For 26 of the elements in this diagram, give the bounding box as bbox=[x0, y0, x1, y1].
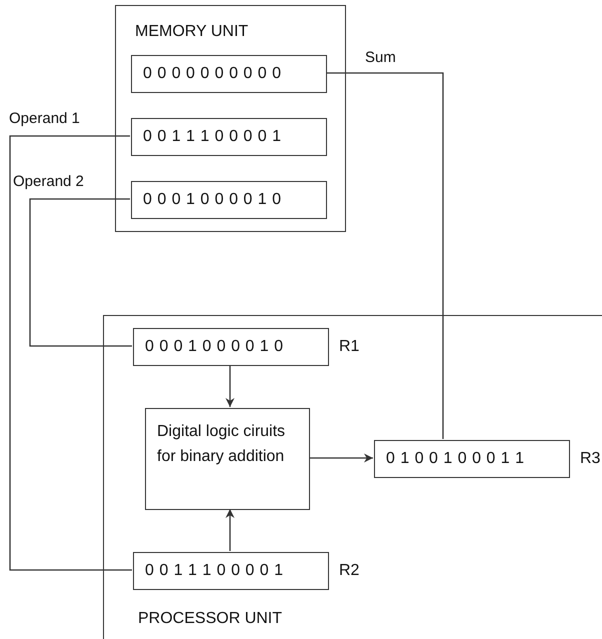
arrow bbox=[226, 509, 234, 551]
logic-circuit-box bbox=[145, 408, 310, 510]
binary-value: 0 0 1 1 1 0 0 0 0 1 bbox=[145, 562, 284, 580]
edge-label: Operand 2 bbox=[12, 173, 85, 190]
register-box bbox=[131, 181, 327, 219]
register-name: R1 bbox=[339, 338, 360, 356]
unit-title: PROCESSOR UNIT bbox=[138, 610, 282, 628]
register-name: R3 bbox=[580, 450, 600, 468]
unit-title: MEMORY UNIT bbox=[135, 23, 248, 41]
binary-value: 0 0 0 1 0 0 0 0 1 0 bbox=[143, 191, 282, 209]
register-box bbox=[131, 118, 327, 156]
logic-description: Digital logic ciruits for binary addition bbox=[157, 422, 286, 467]
register-box bbox=[131, 55, 327, 93]
unit-frame bbox=[103, 315, 602, 639]
binary-value: 0 0 0 1 0 0 0 0 1 0 bbox=[145, 338, 284, 356]
binary-value: 0 1 0 0 1 0 0 0 1 1 bbox=[386, 450, 524, 468]
connector-line bbox=[29, 198, 132, 347]
binary-value: 0 0 0 0 0 0 0 0 0 0 bbox=[143, 65, 282, 83]
edge-label: Operand 1 bbox=[8, 110, 81, 127]
arrow bbox=[226, 365, 234, 407]
arrow bbox=[309, 454, 373, 462]
connector-line bbox=[9, 135, 132, 571]
register-name: R2 bbox=[339, 562, 360, 580]
unit-frame bbox=[115, 5, 346, 232]
binary-value: 0 0 1 1 1 0 0 0 0 1 bbox=[143, 128, 282, 146]
connector-line bbox=[326, 72, 444, 439]
